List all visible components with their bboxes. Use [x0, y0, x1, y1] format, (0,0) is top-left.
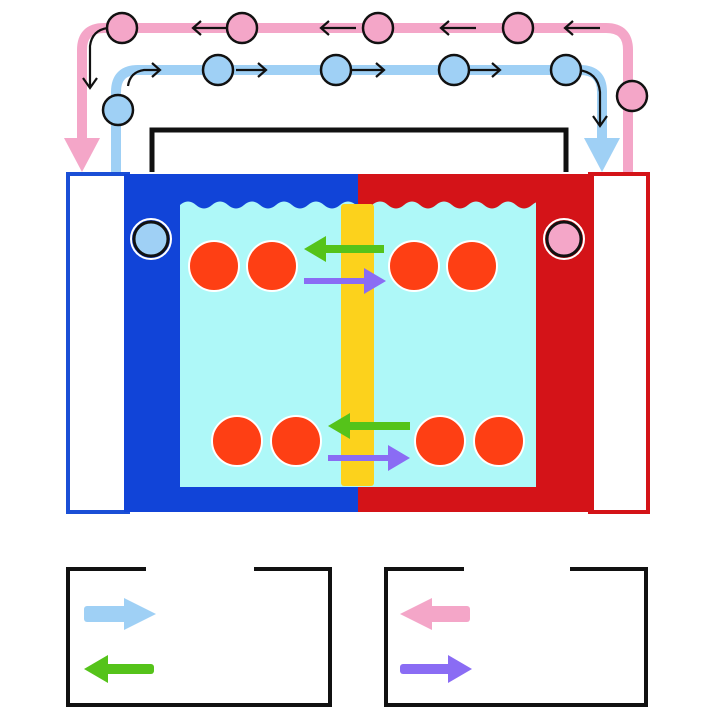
right-electrode: [536, 174, 594, 512]
bottom-purple-arrow: [328, 445, 410, 471]
electrolyte-ion: [246, 240, 298, 292]
right-electrode-carrier: [545, 220, 583, 258]
electrolyte-ion: [414, 415, 466, 467]
electrolyte-ion: [211, 415, 263, 467]
left-electrode-carrier: [132, 220, 170, 258]
electrode-ion-rings: [130, 218, 585, 260]
electrolyte-ion: [388, 240, 440, 292]
bottom-green-arrow: [328, 413, 410, 439]
right-outer-plate: [588, 172, 650, 514]
pink-carrier: [501, 11, 535, 45]
blue-carrier: [201, 53, 235, 87]
exchange-arrows: [304, 236, 410, 471]
blue-flow-path: [111, 65, 607, 172]
blue-carrier: [437, 53, 471, 87]
blue-carrier: [101, 93, 135, 127]
pink-carrier: [615, 79, 649, 113]
electrolyte-ion: [270, 415, 322, 467]
top-purple-arrow: [304, 268, 386, 294]
left-outer-plate: [66, 172, 130, 514]
electrolyte-ions: [188, 240, 525, 467]
blue-arrow-head: [584, 138, 620, 172]
legend-box-right: [384, 567, 648, 707]
pink-carrier: [105, 11, 139, 45]
top-green-arrow: [304, 236, 384, 262]
blue-carrier: [319, 53, 353, 87]
blue-carrier: [549, 53, 583, 87]
pink-carrier: [225, 11, 259, 45]
electrolyte-ion: [473, 415, 525, 467]
legend-purple-arrow-icon: [400, 655, 472, 683]
legend-pink-arrow-icon: [400, 598, 470, 630]
legend-box-left: [66, 567, 332, 707]
pink-carrier: [361, 11, 395, 45]
blue-carriers: [101, 53, 583, 127]
pink-arrow-head: [64, 138, 100, 172]
pink-carriers: [105, 11, 649, 113]
pink-flow-arrows: [82, 20, 600, 90]
left-electrode: [124, 174, 180, 512]
electrolyte-ion: [188, 240, 240, 292]
legend-green-arrow-icon: [84, 655, 154, 683]
electrolyte-ion: [446, 240, 498, 292]
legend-light-blue-arrow-icon: [84, 598, 156, 630]
external-wire: [149, 127, 569, 172]
pink-flow-path: [77, 23, 633, 172]
